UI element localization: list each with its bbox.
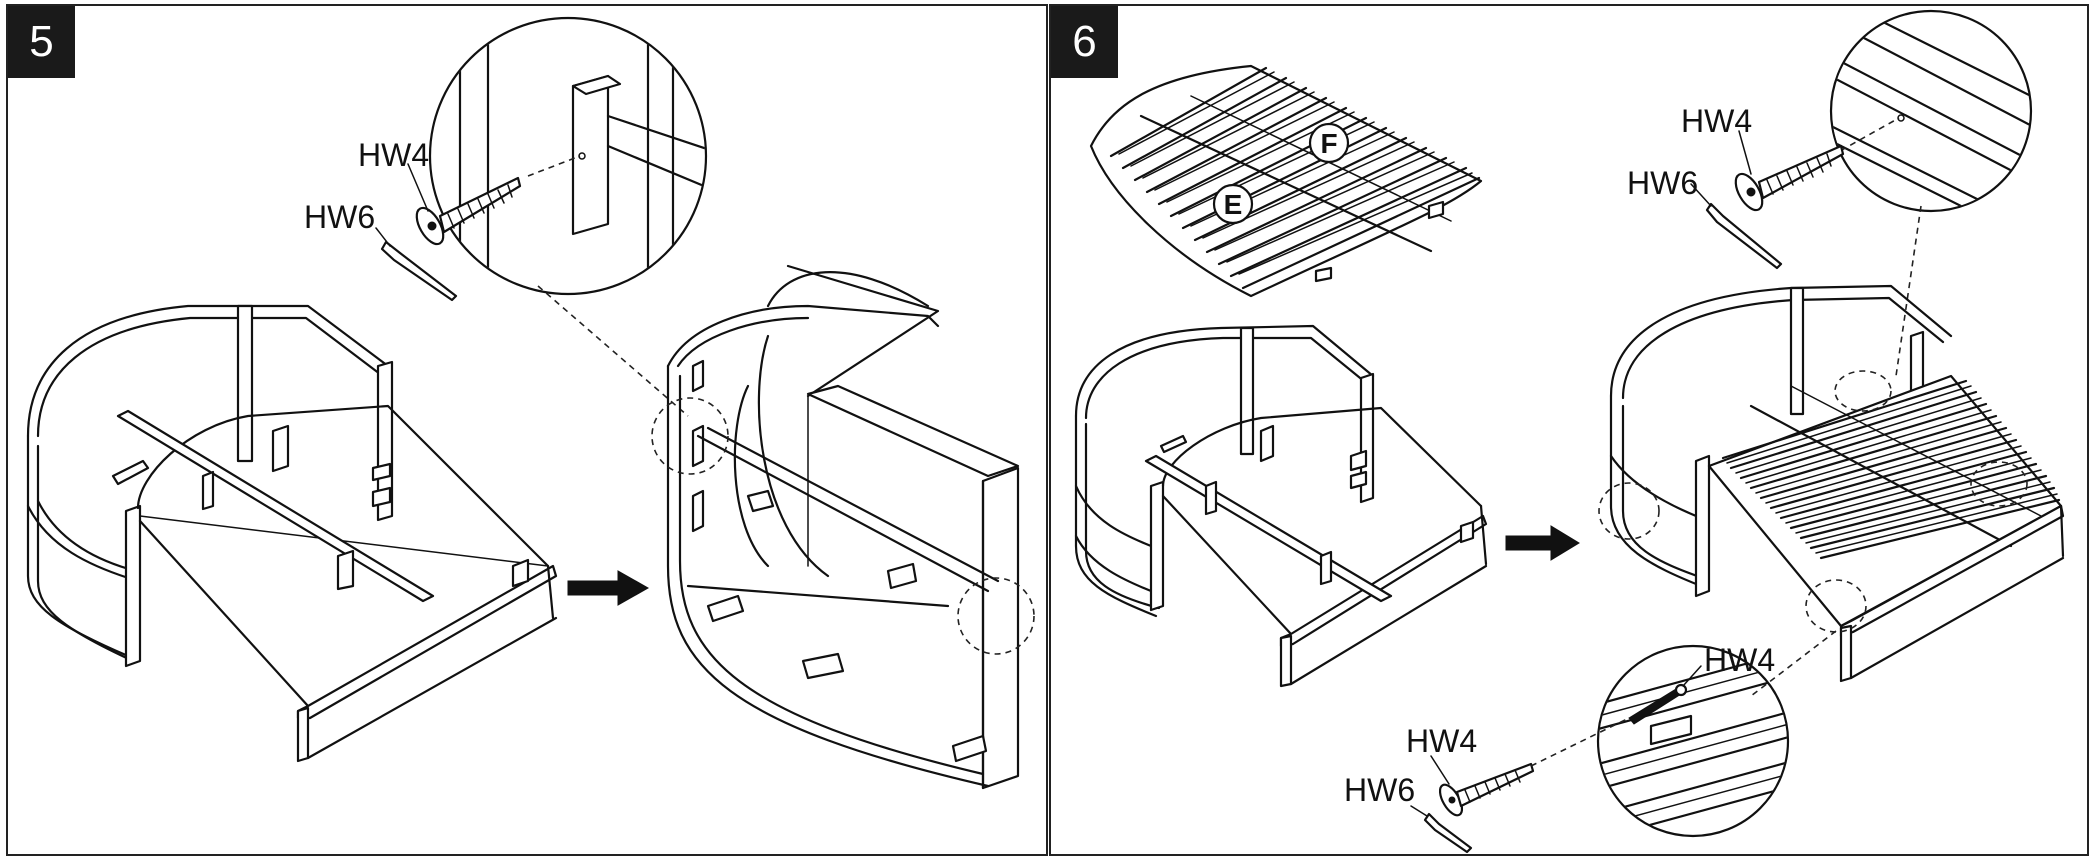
hw4-label-side: HW4 [1704,642,1775,678]
detail-leader-line [1750,630,1837,697]
detail-marker-circle [651,397,729,475]
bed-frame-without-slats [1074,324,1488,688]
step-5-panel: 5 [6,4,1048,856]
hw4-bolt-icon [1734,144,1845,212]
screw-path-line [1530,717,1630,767]
hw4-callout-line [407,163,429,212]
part-e-label: E [1224,189,1243,220]
detail-marker-circle [1834,370,1892,412]
hw6-allen-key-icon [1705,202,1783,270]
detail-marker-circle [1970,461,2028,507]
detail-leader-line [537,285,689,417]
hw6-label-top: HW6 [1627,165,1698,201]
bed-frame-after [666,264,1020,790]
hw4-long-bolt-icon [1628,683,1688,725]
hw6-allen-key-icon [1423,812,1473,854]
slat-panel-e-f [1089,64,1483,298]
hw6-label: HW6 [304,199,375,235]
step-number-badge: 5 [8,6,75,78]
bed-frame-with-slats [1609,284,2065,683]
hw4-callout-line [1430,755,1450,785]
step-6-illustration: E F HW4 HW6 [1074,9,2065,854]
screw-path-line [527,155,581,177]
part-e-marker [1212,183,1254,225]
hw6-callout-line [1410,805,1428,817]
hw6-label-bottom: HW6 [1344,772,1415,808]
hw4-bolt-icon [415,176,522,246]
hw4-label-top: HW4 [1681,103,1752,139]
detail-marker-circle [1805,579,1867,633]
detail-magnifier-circle [428,16,708,296]
detail-marker-circle [957,577,1035,655]
step-number-badge: 6 [1051,6,1118,78]
hw6-allen-key-icon [380,240,458,302]
part-f-label: F [1320,128,1337,159]
detail-magnifier-circle-top [1829,9,2033,213]
hw4-label-bottom: HW4 [1406,723,1477,759]
hw4-bolt-icon [1438,762,1535,817]
arrow-right-icon [1505,525,1580,561]
detail-leader-line [1895,205,1922,377]
bed-frame-before [26,304,558,763]
hw4-callout-line [1738,130,1752,175]
hw4-callout-line [1682,665,1702,687]
detail-marker-circle [1598,482,1660,540]
hw4-label: HW4 [358,137,429,173]
step-5-illustration: HW4 HW6 [26,16,1035,790]
arrow-right-icon [567,570,650,606]
step-6-panel: 6 E F [1049,4,2089,856]
detail-magnifier-circle-bottom [1596,644,1790,838]
hw6-callout-line [1690,183,1712,207]
part-f-marker [1308,122,1350,164]
hw6-callout-line [375,227,391,247]
